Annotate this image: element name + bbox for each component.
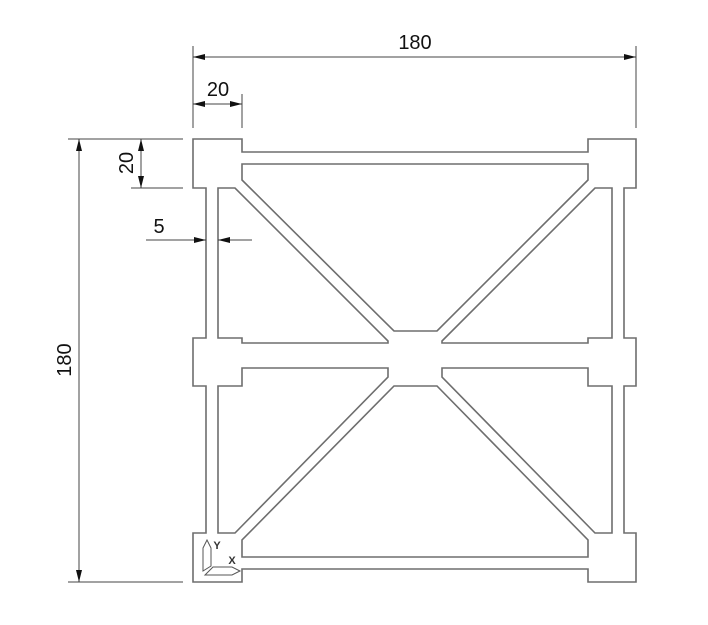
- dim-corner-width: 20: [207, 79, 229, 101]
- profile-outline: [192, 138, 637, 583]
- ucs-x-label: X: [228, 555, 236, 567]
- dimension-texts: 180 20 180 20 5: [54, 32, 432, 377]
- outer-contour: [192, 138, 637, 583]
- dimension-lines: [68, 46, 637, 583]
- ucs-icon: [202, 538, 242, 576]
- cavity-bottom: [241, 385, 589, 558]
- ucs-y-label: Y: [213, 540, 221, 552]
- cavity-right-lower: [441, 367, 613, 534]
- ucs-x-arrow-icon: [203, 566, 242, 576]
- dim-overall-width: 180: [398, 32, 431, 54]
- dim-corner-height: 20: [116, 152, 138, 174]
- cavity-right-upper: [441, 187, 613, 344]
- cavity-top: [241, 163, 589, 332]
- cavity-left-upper: [217, 187, 389, 344]
- dim-wall-thickness: 5: [153, 216, 164, 238]
- cavity-left-lower: [217, 367, 389, 534]
- dim-overall-height: 180: [54, 343, 76, 376]
- ucs-y-arrow-icon: [202, 538, 212, 572]
